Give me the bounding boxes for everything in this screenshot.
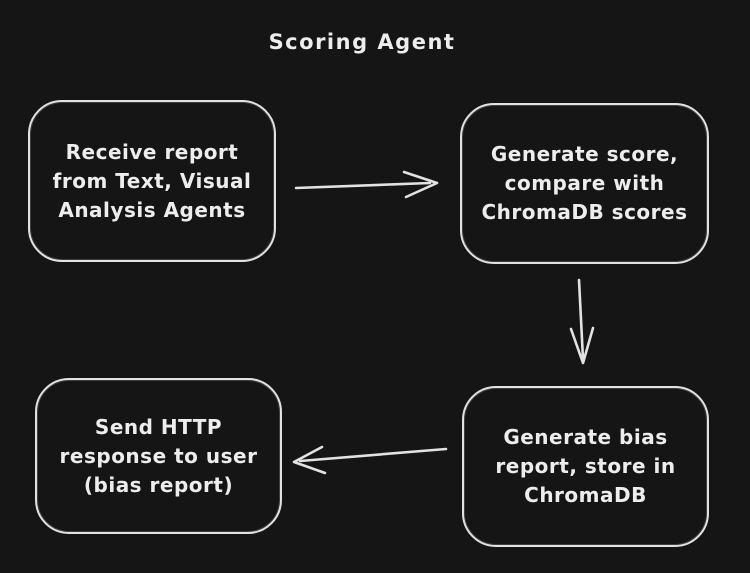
node-label-line: Analysis Agents bbox=[58, 197, 246, 222]
node-label-line: Receive report bbox=[65, 139, 239, 164]
node-label-line: report, store in bbox=[495, 454, 676, 478]
node-label-line: Generate bias bbox=[503, 425, 668, 449]
arrow-down-icon bbox=[569, 278, 595, 365]
node-generate-score-label: Generate score, compare with ChromaDB sc… bbox=[482, 140, 688, 227]
node-send-http-response-label: Send HTTP response to user (bias report) bbox=[60, 413, 258, 500]
node-receive-report-label: Receive report from Text, Visual Analysi… bbox=[53, 138, 252, 225]
node-receive-report: Receive report from Text, Visual Analysi… bbox=[28, 100, 276, 262]
node-label-line: ChromaDB scores bbox=[481, 200, 688, 224]
node-generate-score: Generate score, compare with ChromaDB sc… bbox=[460, 103, 709, 264]
arrow-left-icon bbox=[292, 445, 448, 475]
node-generate-bias-report: Generate bias report, store in ChromaDB bbox=[462, 386, 709, 547]
node-label-line: compare with bbox=[504, 171, 665, 195]
node-label-line: ChromaDB bbox=[524, 483, 647, 507]
arrow-right-icon bbox=[294, 170, 439, 199]
node-label-line: Generate score, bbox=[490, 142, 679, 166]
node-label-line: response to user bbox=[59, 443, 258, 468]
node-label-line: from Text, Visual bbox=[52, 168, 252, 193]
node-generate-bias-report-label: Generate bias report, store in ChromaDB bbox=[495, 423, 675, 510]
node-label-line: (bias report) bbox=[83, 472, 234, 497]
node-send-http-response: Send HTTP response to user (bias report) bbox=[35, 378, 282, 534]
diagram-title: Scoring Agent bbox=[268, 30, 456, 54]
node-label-line: Send HTTP bbox=[94, 414, 223, 439]
